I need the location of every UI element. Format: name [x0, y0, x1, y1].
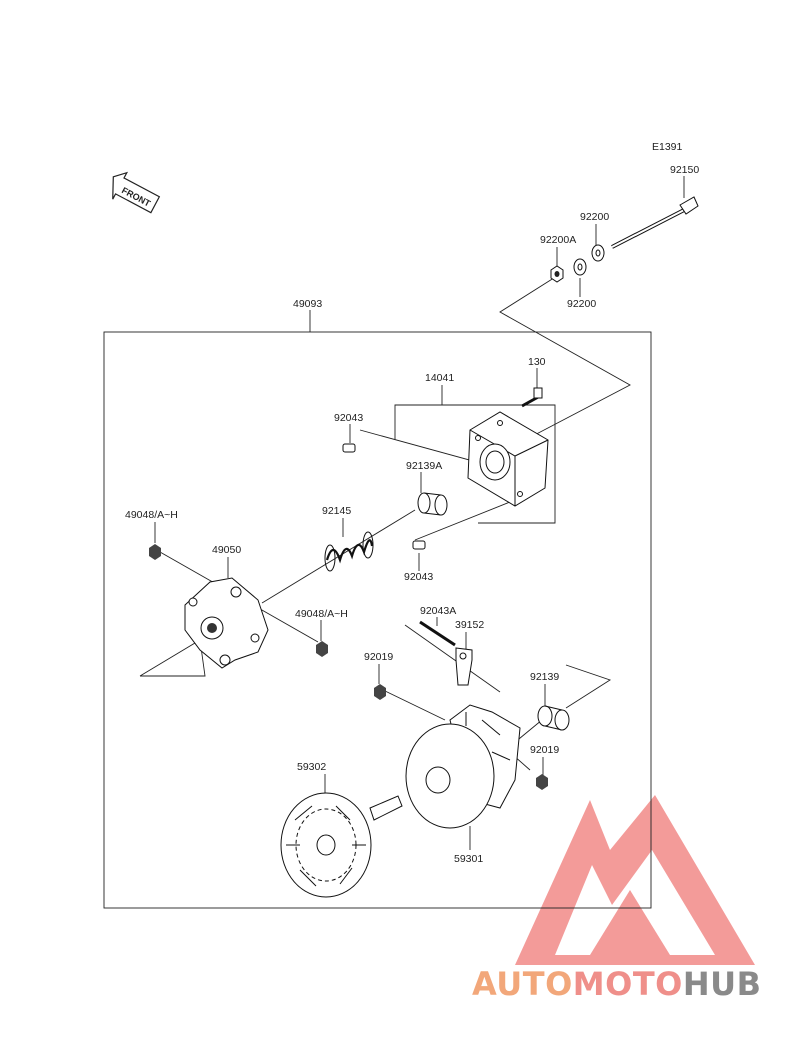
part-label-49048-left: 49048/A~H — [125, 509, 178, 521]
bushing-92139A-icon — [417, 492, 448, 516]
assembly-frame — [103, 331, 652, 909]
part-label-92043A: 92043A — [420, 605, 456, 617]
diagram-code: E1391 — [652, 141, 683, 153]
nut-49048-right-icon — [316, 641, 328, 657]
watermark-logo-icon — [515, 795, 755, 965]
part-label-14041: 14041 — [425, 372, 454, 384]
part-label-39152: 39152 — [455, 619, 484, 631]
part-label-49050: 49050 — [212, 544, 241, 556]
part-label-49048-right: 49048/A~H — [295, 608, 348, 620]
front-arrow-icon: FRONT — [112, 171, 161, 214]
assembly-label: 49093 — [293, 298, 322, 310]
spider-49050-icon — [184, 577, 269, 669]
part-label-92043-top: 92043 — [334, 412, 363, 424]
bushing-92139-icon — [537, 705, 570, 731]
pin-92043-bottom-icon — [412, 540, 426, 550]
bolt-130-icon — [521, 387, 543, 408]
watermark-part2: MOTO — [572, 965, 683, 1003]
part-label-92139: 92139 — [530, 671, 559, 683]
watermark-part3: HUB — [682, 965, 762, 1003]
part-label-92145: 92145 — [322, 505, 351, 517]
nut-49048-left-icon — [149, 544, 161, 560]
part-label-92043-bottom: 92043 — [404, 571, 433, 583]
nut-92019-right-icon — [536, 774, 548, 790]
part-label-92019-right: 92019 — [530, 744, 559, 756]
part-label-92139A: 92139A — [406, 460, 442, 472]
part-label-130: 130 — [528, 356, 546, 368]
sheave-59301-icon — [405, 704, 521, 829]
pin-92043-top-icon — [342, 443, 356, 453]
housing-14041-icon — [467, 411, 549, 507]
part-label-92150: 92150 — [670, 164, 699, 176]
weight-39152-icon — [455, 647, 473, 686]
part-label-59302: 59302 — [297, 761, 326, 773]
watermark-part1: AUTO — [472, 965, 573, 1003]
part-label-92200-top: 92200 — [580, 211, 609, 223]
part-label-92019-left: 92019 — [364, 651, 393, 663]
watermark-text: AUTOMOTOHUB — [472, 965, 762, 1003]
spring-92145-icon — [324, 531, 374, 572]
pin-92043A-icon — [419, 620, 456, 647]
part-label-92200A: 92200A — [540, 234, 576, 246]
part-label-59301: 59301 — [454, 853, 483, 865]
part-label-92200-bottom: 92200 — [567, 298, 596, 310]
bolt-92150-icon — [611, 196, 699, 249]
nut-92019-left-icon — [374, 684, 386, 700]
sheave-59302-icon — [280, 792, 403, 898]
